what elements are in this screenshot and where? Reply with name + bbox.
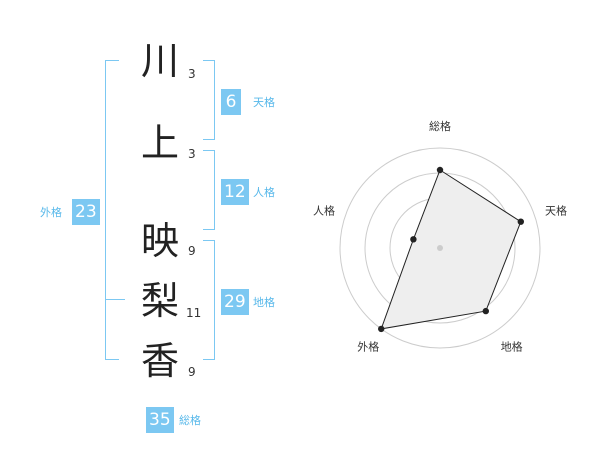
jinkaku-label: 人格 (253, 186, 275, 199)
radar-axis-label-2: 天格 (545, 203, 567, 217)
radar-polygon (380, 169, 522, 330)
name-char-1: 川 (140, 39, 179, 83)
radar-center-dot (437, 245, 443, 251)
tenkaku-label: 天格 (253, 96, 275, 109)
stroke-count-2: 3 (188, 147, 196, 161)
soukaku-value: 35 (146, 407, 174, 433)
name-char-4: 梨 (140, 279, 179, 323)
radar-ring-4 (339, 147, 541, 349)
radar-axis-label-3: 地格 (501, 340, 523, 354)
radar-point-5 (410, 236, 417, 243)
chikaku-value: 29 (221, 289, 249, 315)
stroke-count-5: 9 (188, 365, 196, 379)
chikaku-bracket (203, 240, 215, 360)
radar-points (378, 166, 524, 333)
stroke-count-1: 3 (188, 67, 196, 81)
stroke-count-3: 9 (188, 244, 196, 258)
gaikaku-bracket-tick (105, 299, 125, 300)
gaikaku-bracket (105, 60, 119, 360)
gaikaku-value: 23 (72, 199, 100, 225)
name-char-2: 上 (140, 121, 179, 165)
radar-axis-label-5: 人格 (313, 203, 335, 217)
gaikaku-label: 外格 (40, 206, 62, 219)
jinkaku-bracket (203, 150, 215, 230)
chikaku-label: 地格 (253, 296, 275, 309)
stroke-count-4: 11 (186, 306, 202, 320)
soukaku-label: 総格 (179, 414, 201, 427)
radar-axis-label-4: 外格 (357, 340, 379, 354)
jinkaku-value: 12 (221, 179, 249, 205)
name-char-5: 香 (140, 339, 179, 383)
name-char-3: 映 (140, 219, 179, 263)
radar-point-1 (436, 166, 444, 174)
radar-point-2 (517, 218, 524, 225)
radar-axis-label-1: 総格 (429, 119, 451, 133)
tenkaku-bracket (203, 60, 215, 140)
tenkaku-value: 6 (221, 89, 241, 115)
radar-point-3 (482, 307, 489, 315)
radar-point-4 (378, 325, 385, 333)
